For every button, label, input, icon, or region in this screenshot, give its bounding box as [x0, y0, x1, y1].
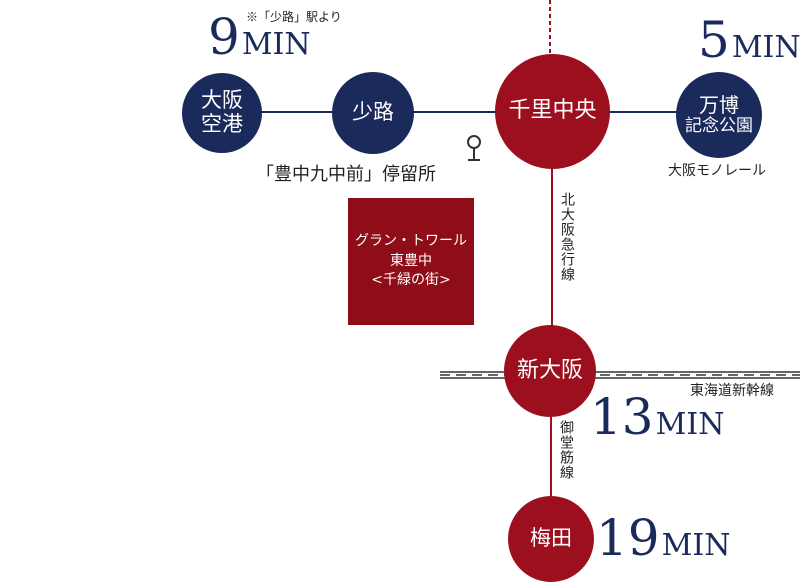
bus-stop-icon — [467, 135, 481, 161]
tokaido-shinkansen-label: 東海道新幹線 — [690, 383, 774, 399]
property-box: グラン・トワール 東豊中 <千緑の街> — [348, 198, 474, 325]
bus-stop-label: 「豊中九中前」停留所 — [256, 164, 436, 185]
station-senri-chuo: 千里中央 — [495, 54, 610, 169]
station-osaka-airport: 大阪 空港 — [182, 73, 262, 153]
station-banpaku-line2: 記念公園 — [685, 115, 753, 136]
time-banpaku: 5MIN — [698, 15, 800, 65]
time-shin-osaka: 13MIN — [590, 392, 724, 442]
monorail-label: 大阪モノレール — [668, 163, 766, 179]
time-osaka-airport: 9MIN — [208, 12, 311, 62]
shinkansen-line — [440, 371, 800, 379]
time-banpaku-number: 5 — [698, 11, 730, 69]
station-umeda: 梅田 — [508, 496, 594, 582]
property-name-line1: グラン・トワール — [355, 233, 467, 250]
time-osaka-airport-unit: MIN — [241, 27, 311, 62]
station-osaka-airport-line1: 大阪 — [201, 88, 243, 113]
kita-osaka-line-label: 北大阪急行線 — [559, 192, 575, 282]
time-osaka-airport-number: 9 — [208, 8, 240, 66]
time-umeda-unit: MIN — [661, 528, 731, 563]
station-shin-osaka: 新大阪 — [504, 325, 596, 417]
time-shin-osaka-unit: MIN — [655, 407, 725, 442]
midosuji-line-label: 御堂筋線 — [558, 420, 574, 480]
time-banpaku-unit: MIN — [731, 30, 800, 65]
time-umeda: 19MIN — [596, 513, 730, 563]
property-name-line2: 東豊中 — [390, 252, 432, 269]
time-umeda-number: 19 — [596, 509, 660, 567]
station-shoji: 少路 — [332, 72, 414, 154]
station-osaka-airport-line2: 空港 — [201, 112, 243, 136]
station-shoji-label: 少路 — [352, 100, 394, 125]
time-shin-osaka-number: 13 — [590, 388, 654, 446]
station-banpaku-line1: 万博 — [699, 93, 739, 118]
property-name-line3: <千緑の街> — [371, 272, 451, 289]
station-umeda-label: 梅田 — [530, 526, 572, 551]
time-osaka-airport-note: ※「少路」駅より — [246, 10, 342, 24]
station-senri-chuo-label: 千里中央 — [508, 98, 597, 124]
station-shin-osaka-label: 新大阪 — [516, 357, 583, 383]
station-banpaku: 万博 記念公園 — [676, 72, 762, 158]
